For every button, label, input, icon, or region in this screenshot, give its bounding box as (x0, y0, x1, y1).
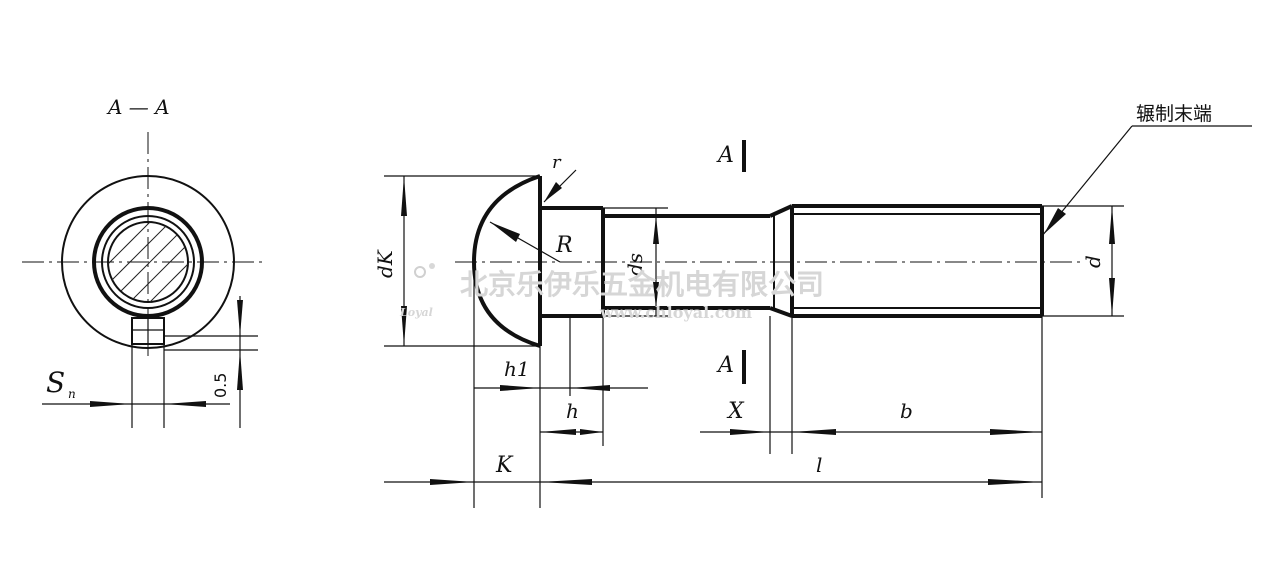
callout-arrow (1044, 208, 1066, 234)
bolt-head-dome (471, 174, 541, 348)
offset-label: 0.5 (211, 373, 230, 398)
watermark-logo-dot (429, 263, 435, 269)
x-arrow-left (730, 429, 770, 435)
offset-arrow-top (237, 300, 243, 336)
ds-arrow-top (653, 216, 659, 244)
h1-label: h1 (504, 357, 530, 381)
h-arrow-right (580, 429, 603, 435)
h1-arrow-left (500, 385, 540, 391)
d-label: d (1081, 255, 1105, 268)
l-arrow-left (540, 479, 592, 485)
runout-top (769, 204, 793, 218)
section-core (107, 221, 189, 303)
offset-arrow-bottom (237, 350, 243, 390)
watermark-company: 北京乐伊乐五金机电有限公司 (460, 268, 824, 301)
radius-arrow (490, 222, 520, 242)
h-arrow-left (540, 429, 576, 435)
h1-arrow-right (570, 385, 610, 391)
sn-arrow-left (90, 401, 132, 407)
k-arrow-left (430, 479, 474, 485)
section-marker-top-label: A (716, 143, 734, 168)
section-ring-inner (101, 215, 195, 309)
callout-label: 辗制末端 (1136, 103, 1212, 125)
radius-label: R (555, 233, 573, 258)
dk-arrow-bottom (401, 306, 407, 346)
k-label: K (495, 453, 514, 478)
dk-label: dK (373, 249, 397, 278)
h-label: h (566, 399, 579, 423)
sn-arrow-right (164, 401, 206, 407)
x-label: X (726, 399, 745, 424)
watermark-logo-icon (414, 266, 426, 278)
watermark-url: www.chloyal.com (599, 303, 752, 322)
small-radius-label: r (552, 152, 562, 173)
section-ring-outer (92, 206, 204, 318)
d-arrow-top (1109, 206, 1115, 244)
b-arrow-right (990, 429, 1042, 435)
section-outer-circle (61, 175, 235, 349)
l-label: l (816, 453, 822, 477)
ds-label: ds (623, 253, 647, 276)
sn-label: S (46, 366, 65, 399)
runout-bottom (769, 306, 793, 318)
main-view: R r dK ds d A A 辗制末端 (373, 103, 1252, 508)
l-arrow-right (988, 479, 1042, 485)
small-radius-arrow (544, 182, 562, 202)
b-arrow-left (792, 429, 836, 435)
section-marker-bottom-label: A (716, 353, 734, 378)
section-title: A — A (106, 95, 170, 119)
d-arrow-bottom (1109, 278, 1115, 316)
ds-arrow-bottom (653, 282, 659, 308)
watermark-logo-text: Loyal (399, 306, 433, 319)
section-view: A — A S n (22, 95, 262, 428)
dk-arrow-top (401, 176, 407, 216)
b-label: b (900, 399, 913, 423)
watermark: Loyal 北京乐伊乐五金机电有限公司 www.chloyal.com (399, 263, 824, 322)
sn-label-sub: n (68, 387, 76, 401)
